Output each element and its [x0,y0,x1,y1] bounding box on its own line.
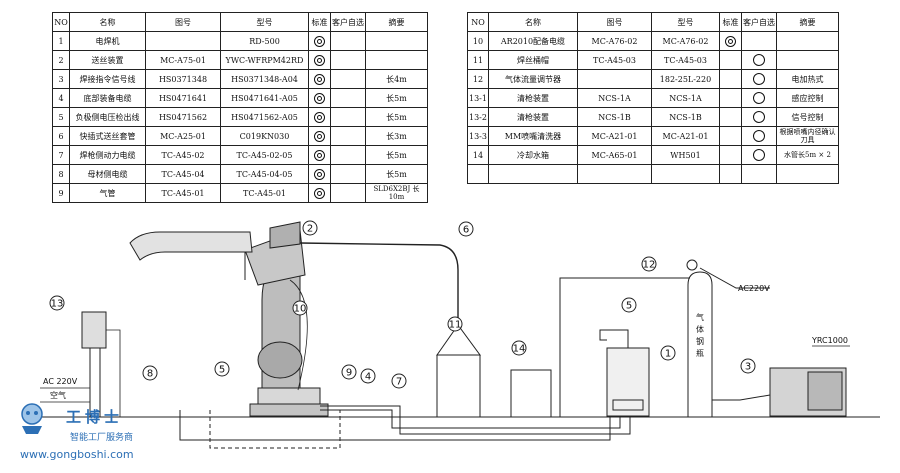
callout-number: 11 [449,320,462,331]
ac220-right-label: AC220V [738,284,770,293]
callout-number: 10 [294,304,307,315]
robot-forearm [129,231,253,261]
robot-mascot-icon [21,403,43,434]
callout-number: 3 [745,362,751,373]
standard-mark-icon [314,54,325,66]
optional-mark-icon [752,149,765,161]
wire-conduit [299,242,459,330]
optional-mark-icon [752,73,765,85]
callout-circle [660,345,676,361]
ac220-left-label: AC 220V [43,377,78,386]
watermark-brand: 工博士 [66,408,124,426]
optional-mark-icon [752,54,765,66]
standard-mark-icon [724,35,736,47]
table-header: NO 名称 图号 型号 标准 客户自选 摘要 [52,12,428,32]
callout-circle [511,340,527,356]
callout-circle [621,297,637,313]
gas-cylinder [687,271,713,418]
callout-number: 7 [396,377,402,388]
optional-mark-icon [752,130,765,142]
torch-cleaner [81,311,107,349]
callout-number: 4 [365,372,371,383]
optional-mark-icon [752,92,765,104]
callout-number: 12 [643,260,656,271]
callout-circle [740,358,756,374]
table-header: NO 名称 图号 型号 标准 客户自选 摘要 [467,12,839,32]
callout-circle [214,361,230,377]
cooling-tank [510,369,552,418]
wire-drum [436,354,481,418]
callout-circle [360,368,376,384]
callout-circle [391,373,407,389]
standard-mark-icon [314,35,325,47]
callout-circle [341,364,357,380]
standard-mark-icon [314,73,325,85]
callout-circle [458,221,474,237]
watermark-tagline: 智能工厂服务商 [70,433,134,443]
watermark: 工博士 智能工厂服务商 www.gongboshi.com [8,400,158,466]
callout-circle [49,295,65,311]
yrc1000-label: YRC1000 [811,336,848,345]
callout-circle [302,220,318,236]
cell-note: 长4m [365,69,428,89]
air-label: 空气 [50,390,66,400]
callout-number: 1 [665,349,671,360]
callout-number: 8 [147,369,153,380]
watermark-url: www.gongboshi.com [20,448,134,461]
wire-feeder [269,221,301,249]
callout-number: 9 [346,368,352,379]
callout-number: 2 [307,224,313,235]
standard-mark-icon [314,168,325,180]
cell-standard [308,183,331,203]
cell-note: SLD6X2BJ 长10m [365,183,428,203]
gas-cylinder-label: 气体钢瓶 [696,312,704,358]
cell-standard [308,69,331,89]
callout-circle [447,316,463,332]
standard-mark-icon [314,92,325,104]
callout-number: 13 [51,299,64,310]
table-row [467,164,839,184]
standard-mark-icon [314,111,325,123]
optional-mark-icon [752,111,765,123]
callout-circle [641,256,657,272]
cell-drawing: TC-A45-01 [145,183,221,203]
standard-mark-icon [314,187,325,199]
standard-mark-icon [314,149,325,161]
callout-circle [292,300,308,316]
flow-regulator [686,259,698,271]
callout-number: 5 [626,301,632,312]
callout-circle [142,365,158,381]
welding-power-source [606,347,650,417]
cell-no: 9 [52,183,70,203]
standard-mark-icon [314,130,325,142]
robot-pedestal [249,403,329,417]
cell-note [775,164,839,184]
robot-shoulder [257,341,303,379]
callout-number: 5 [219,365,225,376]
callout-number: 6 [463,225,469,236]
callout-number: 14 [513,344,526,355]
